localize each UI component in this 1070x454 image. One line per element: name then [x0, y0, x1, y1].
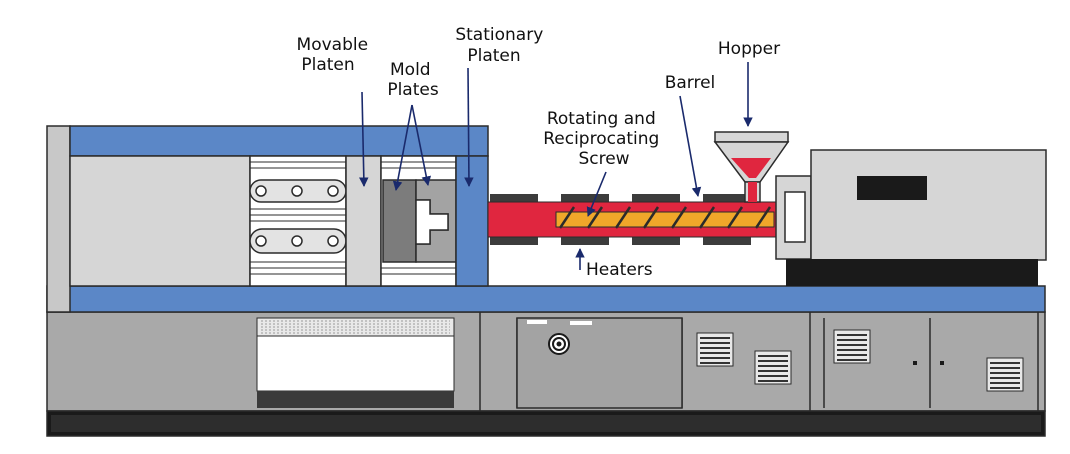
svg-text:Movable Platen: Movable Platen [297, 35, 374, 75]
injection-unit [487, 131, 1047, 286]
drive-unit-base [786, 259, 1038, 286]
stationary-platen-label-line2: Platen [467, 46, 520, 66]
heaters-label: Heaters [586, 260, 653, 280]
drive-unit [810, 149, 1047, 261]
drive-unit-window [857, 176, 927, 200]
screw-label-line2: Reciprocating [543, 129, 659, 149]
screw-arrow [586, 171, 607, 217]
movable-platen-arrow [359, 91, 369, 187]
stationary-platen [455, 155, 489, 287]
vent-grilles [696, 329, 1024, 392]
mold-plates-label-line1: Mold [390, 60, 431, 80]
base-opening [256, 317, 455, 408]
mold-cavity [415, 199, 449, 245]
mold-plate-arrow-right [411, 104, 432, 186]
mold-plate-arrow-left [392, 104, 413, 191]
screw [555, 211, 775, 228]
svg-text:Stationary Platen: Stationary Platen [455, 25, 548, 66]
svg-text:Rotating and Reciprocating: Rotating and Reciprocating Screw [543, 109, 665, 169]
screw-label-line1: Rotating and [547, 109, 656, 129]
indicator-dots [913, 361, 944, 365]
svg-text:Mold Plates: Mold Plates [387, 60, 439, 100]
control-knob [527, 320, 592, 355]
stationary-platen-label-line1: Stationary [455, 25, 543, 45]
mold-plate-left [382, 179, 417, 263]
mold-plates-label-line2: Plates [387, 80, 439, 100]
barrel-arrow [679, 95, 702, 197]
machine-base [46, 311, 1046, 437]
hopper [713, 131, 790, 203]
movable-platen-label-line1: Movable [297, 35, 369, 55]
barrel-label: Barrel [665, 73, 716, 93]
movable-platen-label-line2: Platen [301, 55, 354, 75]
hopper-label: Hopper [718, 39, 780, 59]
screw-label-line3: Screw [578, 149, 629, 169]
stationary-platen-arrow [464, 67, 474, 187]
clamping-unit [46, 125, 489, 313]
machine-bed-rail [46, 285, 1046, 313]
